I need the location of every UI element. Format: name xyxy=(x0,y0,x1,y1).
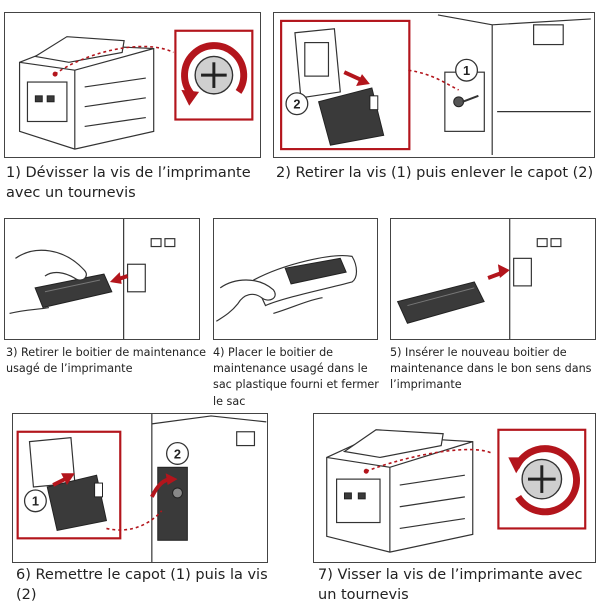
maintenance-box-icon xyxy=(284,257,347,285)
maintenance-box-icon xyxy=(396,281,485,324)
step-7-caption: 7) Visser la vis de l’imprimante avec un… xyxy=(318,567,583,603)
printer-icon xyxy=(326,429,474,553)
step-4-caption: 4) Placer le boitier de maintenance usag… xyxy=(213,346,379,408)
step-1-illustration xyxy=(18,29,254,150)
arrow-icon xyxy=(343,70,370,86)
step-4-panel xyxy=(213,218,378,340)
maintenance-box-icon xyxy=(34,273,113,309)
badge-circle xyxy=(285,92,309,116)
step-1-panel xyxy=(4,12,261,158)
cover-icon xyxy=(317,87,385,146)
screw-icon xyxy=(453,94,479,108)
screw-icon xyxy=(521,458,563,500)
step-2-panel: 2 1 xyxy=(273,12,595,158)
step-6-caption: 6) Remettre le capot (1) puis la vis (2) xyxy=(16,567,268,603)
rotate-arrow-icon xyxy=(181,42,248,106)
arrow-icon xyxy=(109,272,129,284)
step-2-caption: 2) Retirer la vis (1) puis enlever le ca… xyxy=(276,165,594,181)
hand-icon xyxy=(9,249,87,314)
step-2-badge-2: 2 xyxy=(293,97,300,112)
arrow-icon xyxy=(52,473,75,487)
printer-icon xyxy=(151,414,267,562)
step-3-illustration xyxy=(9,219,176,339)
step-5-panel xyxy=(390,218,596,340)
badge-circle xyxy=(455,58,479,82)
screw-icon xyxy=(172,487,183,499)
printer-icon xyxy=(509,219,562,339)
badge-circle xyxy=(165,441,189,465)
screw-icon xyxy=(194,55,234,95)
step-7-illustration xyxy=(326,428,587,553)
rotate-arrow-icon xyxy=(150,473,178,498)
step-1-caption: 1) Dévisser la vis de l’imprimante avec … xyxy=(6,165,251,201)
step-6-badge-2: 2 xyxy=(174,446,181,461)
step-5-caption: 5) Insérer le nouveau boitier de mainten… xyxy=(390,346,592,392)
step-6-panel: 1 2 xyxy=(12,413,268,563)
step-3-caption: 3) Retirer le boitier de maintenance usa… xyxy=(6,346,207,376)
step-3-panel xyxy=(4,218,200,340)
step-5-illustration xyxy=(396,219,562,339)
printer-icon xyxy=(437,14,591,156)
step-2-illustration: 2 1 xyxy=(280,14,591,156)
printer-icon xyxy=(123,219,176,339)
step-6-illustration: 1 2 xyxy=(16,414,267,562)
step-6-badge-1: 1 xyxy=(32,494,39,509)
step-2-badge-1: 1 xyxy=(463,63,470,78)
badge-circle xyxy=(23,489,47,513)
rotate-arrow-icon xyxy=(508,445,580,516)
step-7-panel xyxy=(313,413,596,563)
arrow-icon xyxy=(487,264,510,280)
step-4-illustration xyxy=(215,255,358,322)
cover-icon xyxy=(46,474,108,532)
printer-icon xyxy=(18,36,155,150)
